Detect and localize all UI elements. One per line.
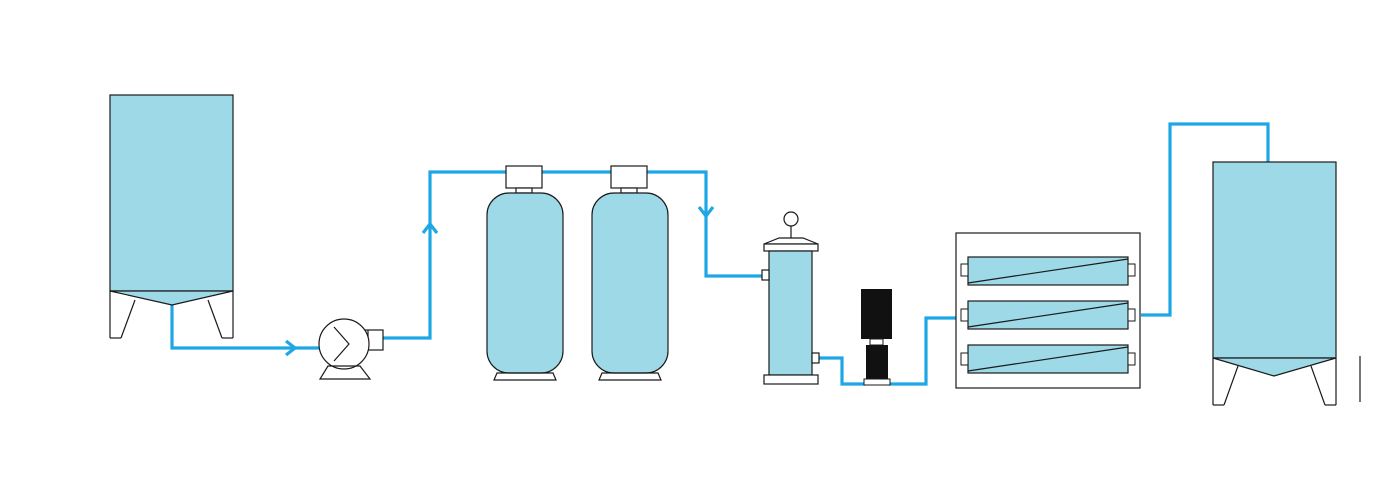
raw-water-tank-icon: [109, 94, 234, 339]
filter-vessel-2-icon: [591, 165, 669, 381]
flow-arrow-2: [421, 221, 439, 234]
membrane-2-icon: [960, 300, 1136, 330]
centrifugal-pump-icon: [318, 318, 384, 380]
pipe-pump-to-filters: [383, 170, 764, 340]
flow-arrow-3: [697, 206, 715, 219]
product-water-tank-icon: [1212, 161, 1361, 406]
pipe-tank-to-pump: [170, 305, 320, 350]
pipe-cartridge-to-hp-pump: [819, 356, 866, 386]
pipe-network: [170, 122, 1270, 386]
cartridge-filter-icon: [761, 211, 820, 385]
filter-vessel-1-icon: [486, 165, 564, 381]
pipe-membranes-to-product-tank: [1141, 122, 1270, 317]
flow-arrow-1: [285, 339, 298, 357]
pipe-hp-pump-to-membranes: [888, 316, 966, 386]
vertical-pump-icon: [861, 289, 892, 386]
membrane-rack-icon: [955, 232, 1141, 389]
membrane-3-icon: [960, 344, 1136, 374]
pressure-gauge-icon: [783, 211, 799, 227]
membrane-1-icon: [960, 256, 1136, 286]
